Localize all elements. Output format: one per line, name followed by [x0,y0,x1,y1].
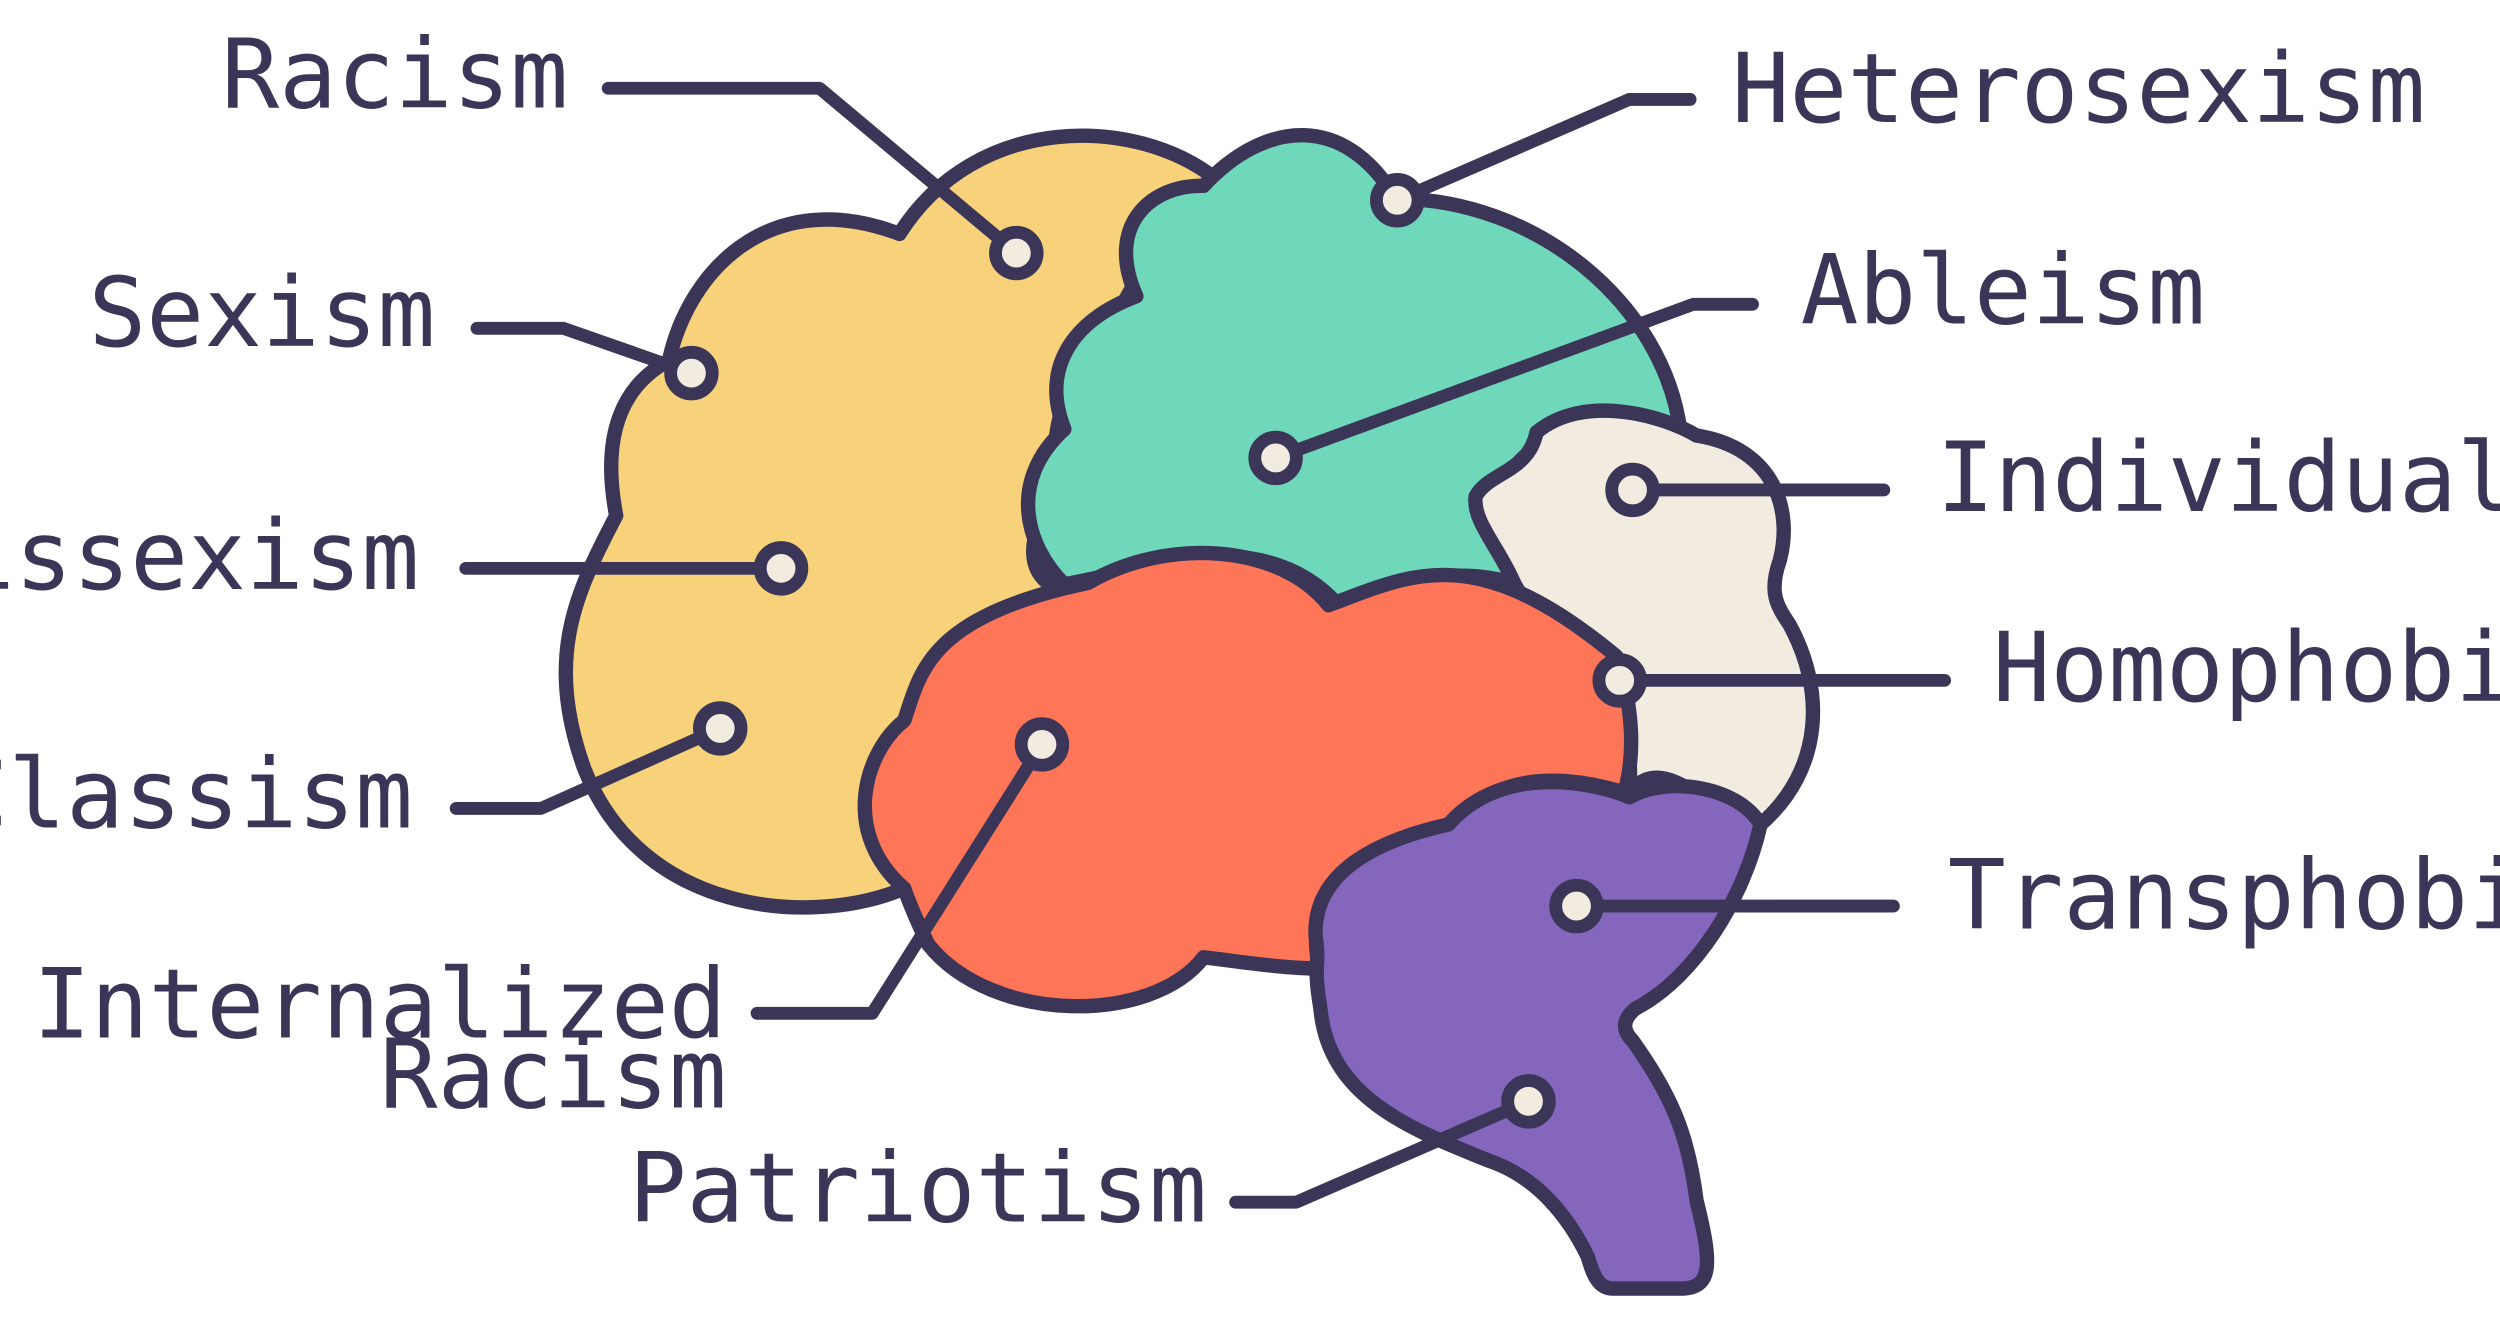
heterosexism-leader [1390,93,1697,207]
heterosexism-marker [1370,173,1425,228]
homophobia-marker [1592,653,1647,708]
cerebellum-and-brainstem [1308,774,1768,1296]
racism-marker [989,225,1044,281]
sexism-marker [664,345,719,401]
label-homophobia: Homophobia [1993,612,2500,724]
cissexism-marker [753,541,809,596]
classism-leader [449,722,727,815]
label-individualism: Individualism [1937,422,2500,534]
individualism-marker [1605,462,1660,518]
internalized-racism-marker [1014,717,1070,772]
label-internalized-racism-line2: Racism [380,1019,727,1131]
label-heterosexism: Heterosexism [1732,33,2426,145]
racism-leader [601,81,1023,260]
label-sexism: Sexism [88,257,435,369]
label-transphobia: Transphobia [1948,839,2500,951]
classism-marker [693,701,748,756]
label-classism: Classism [0,739,413,851]
ableism-leader [1269,297,1759,465]
ableism-marker [1248,430,1303,486]
label-patriotism: Patriotism [629,1132,1207,1244]
label-internalized-racism-line1: Internalized [33,948,727,1060]
patriotism-marker [1501,1074,1556,1129]
label-ableism: Ableism [1801,234,2206,346]
transphobia-marker [1549,878,1604,934]
internalized-racism-leader [750,738,1049,1020]
patriotism-leader [1229,1094,1535,1209]
label-cissexism: Cissexism [0,500,419,612]
label-racism: Racism [221,18,568,130]
sexism-leader [470,321,698,380]
